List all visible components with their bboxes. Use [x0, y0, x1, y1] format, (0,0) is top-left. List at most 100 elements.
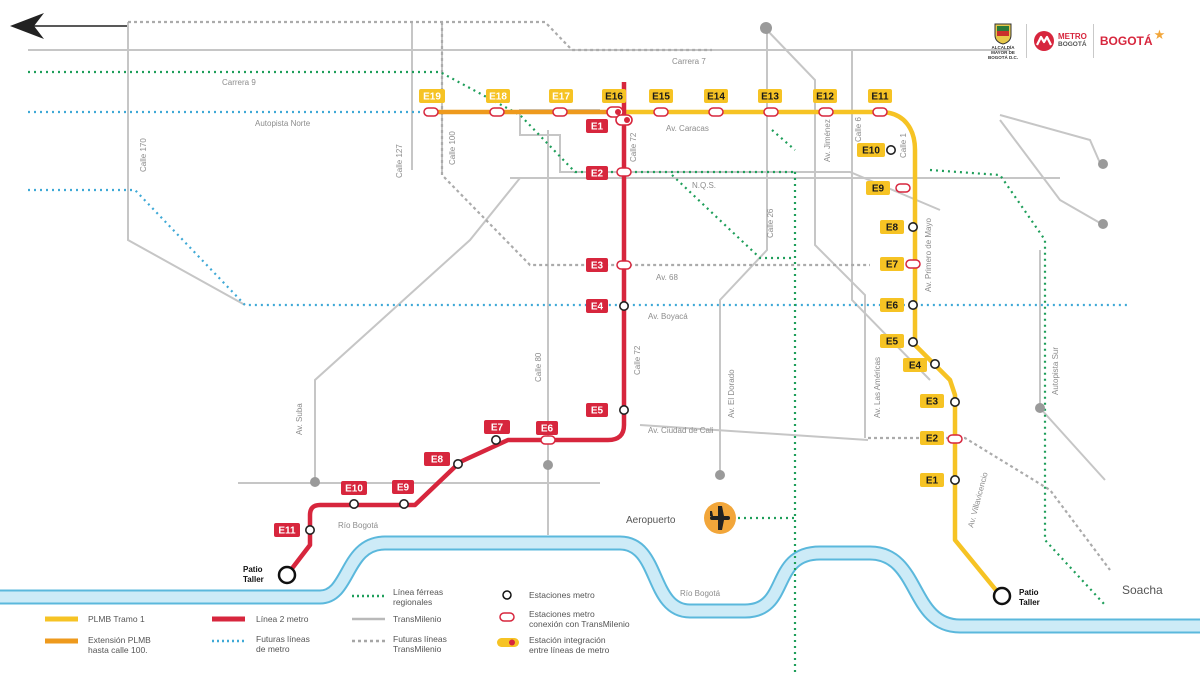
street-nqs: N.Q.S.: [692, 181, 716, 190]
ext-station-e18[interactable]: E18: [486, 89, 510, 117]
l2-station-label-box: [586, 403, 608, 417]
l1-station-marker: [885, 145, 896, 156]
l1-station-e12[interactable]: E12: [813, 89, 837, 117]
ext-station-label: E18: [489, 92, 507, 103]
street-autopista-norte: Autopista Norte: [255, 119, 311, 128]
l2-station-e6[interactable]: E6: [536, 421, 558, 445]
ext-station-label-box: [419, 89, 445, 103]
integration-dot: [624, 117, 630, 123]
place-soacha: Soacha: [1122, 583, 1163, 597]
street-calle-170: Calle 170: [139, 138, 148, 172]
l1-station-e5[interactable]: E5: [880, 334, 918, 348]
street-av-el-dorado: Av. El Dorado: [727, 369, 736, 418]
l1-station-e9[interactable]: E9: [866, 181, 911, 195]
street-carrera-9: Carrera 9: [222, 78, 256, 87]
l1-station-e6[interactable]: E6: [880, 298, 918, 312]
l1-station-label-box: [880, 220, 904, 234]
l2-station-e10[interactable]: E10: [341, 481, 367, 509]
legend-futuras-metro-1: Futuras líneas: [256, 634, 310, 644]
legend-transmilenio: TransMilenio: [393, 614, 442, 624]
l2-station-e1[interactable]: E1: [586, 114, 633, 133]
street-labels: Carrera 7 Carrera 9 Autopista Norte Call…: [139, 57, 1060, 598]
l1-station-e13[interactable]: E13: [758, 89, 782, 117]
l1-station-label: E13: [761, 92, 779, 103]
l2-station-label: E11: [278, 526, 296, 537]
legend-est-tm-2: conexión con TransMilenio: [529, 619, 630, 629]
l2-station-label-box: [586, 119, 608, 133]
back-arrow-icon[interactable]: [10, 13, 128, 39]
l1-station-e2[interactable]: E2: [920, 431, 963, 445]
legend-est-int-2: entre líneas de metro: [529, 645, 610, 655]
street-av-68: Av. 68: [656, 273, 678, 282]
l1-station-e8[interactable]: E8: [880, 220, 918, 234]
l1-station-marker: [907, 336, 918, 347]
l1-station-marker: [763, 107, 779, 117]
l1-station-e1[interactable]: E1: [920, 473, 960, 487]
l1-station-e16[interactable]: E16: [602, 89, 626, 118]
l2-station-label-box: [586, 258, 608, 272]
patio-taller-l2-label-1: Patio: [243, 565, 263, 574]
legend-extension-2: hasta calle 100.: [88, 645, 148, 655]
l2-station-e8[interactable]: E8: [424, 452, 463, 469]
l1-station-e15[interactable]: E15: [649, 89, 673, 117]
patio-taller-l2-label-2: Taller: [243, 575, 264, 584]
legend-ferreas-1: Línea férreas: [393, 587, 443, 597]
l2-station-marker: [618, 404, 629, 415]
l1-station-label: E10: [862, 146, 880, 157]
logo-metro: METRO BOGOTÁ: [1033, 30, 1087, 52]
l1-station-label-box: [920, 473, 944, 487]
metro-logo-icon: [1034, 31, 1054, 51]
patio-taller-l1-label-1: Patio: [1019, 588, 1039, 597]
l1-station-label-box: [903, 358, 927, 372]
ext-station-e19[interactable]: E19: [419, 89, 445, 117]
l2-station-e2[interactable]: E2: [586, 166, 632, 180]
l1-station-e4[interactable]: E4: [903, 358, 940, 372]
future-metro-lines: [28, 110, 1128, 307]
l2-station-e4[interactable]: E4: [586, 299, 629, 313]
l1-station-marker: [947, 434, 963, 444]
l2-station-label-box: [341, 481, 367, 495]
legend-symbol-tm: [499, 612, 515, 622]
l2-station-e7[interactable]: E7: [484, 420, 510, 445]
l1-station-e14[interactable]: E14: [704, 89, 728, 117]
l2-station-e11[interactable]: E11: [274, 523, 315, 537]
street-calle-1: Calle 1: [899, 133, 908, 158]
l1-station-marker: [708, 107, 724, 117]
street-calle-72-south: Calle 72: [633, 345, 642, 375]
l2-station-e5[interactable]: E5: [586, 403, 629, 417]
l2-station-e9[interactable]: E9: [392, 480, 414, 509]
l1-station-e7[interactable]: E7: [880, 257, 921, 271]
l1-station-marker: [818, 107, 834, 117]
l1-station-label-box: [758, 89, 782, 103]
l1-station-e11[interactable]: E11: [868, 89, 892, 117]
place-aeropuerto: Aeropuerto: [626, 515, 676, 526]
legend-extension-1: Extensión PLMB: [88, 635, 151, 645]
l1-station-label: E6: [886, 301, 899, 312]
l1-station-label: E4: [909, 361, 922, 372]
street-calle-127: Calle 127: [395, 144, 404, 178]
l2-station-label: E2: [591, 169, 604, 180]
l1-station-label: E9: [872, 184, 885, 195]
l2-station-label: E8: [431, 455, 444, 466]
l2-station-e3[interactable]: E3: [586, 258, 632, 272]
legend-est-tm-1: Estaciones metro: [529, 609, 595, 619]
legend-symbol-integration: [497, 638, 519, 647]
l1-station-label-box: [704, 89, 728, 103]
airport: Aeropuerto: [626, 502, 736, 534]
l2-station-marker: [616, 167, 632, 177]
transmilenio-terminals: [310, 22, 1108, 487]
ext-station-marker: [423, 107, 439, 117]
linea2-metro-line: [285, 82, 627, 577]
l1-station-e3[interactable]: E3: [920, 394, 960, 408]
patio-taller-l1: Patio Taller: [992, 586, 1040, 607]
airplane-icon: [710, 506, 730, 530]
ext-station-e17[interactable]: E17: [549, 89, 573, 117]
l2-station-marker: [452, 458, 463, 469]
street-av-ciudad-cali: Av. Ciudad de Cali: [648, 426, 714, 435]
l1-station-label-box: [880, 257, 904, 271]
l1-station-e10[interactable]: E10: [857, 143, 896, 157]
l2-station-label-box: [484, 420, 510, 434]
river-bogota: [0, 535, 1200, 634]
